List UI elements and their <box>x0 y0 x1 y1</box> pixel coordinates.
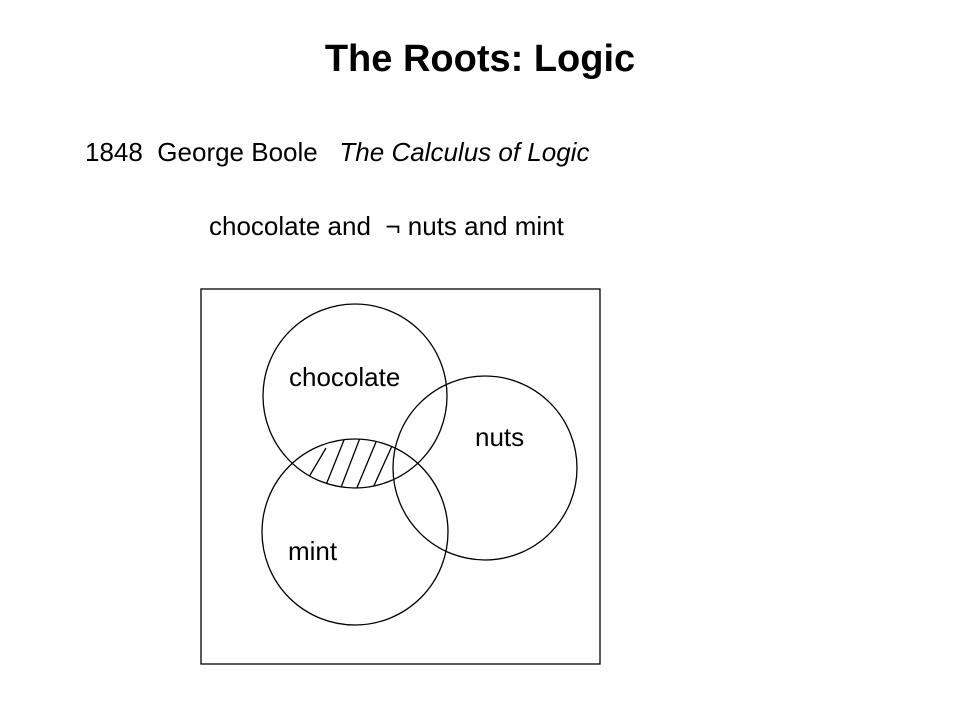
expression-part-2: nuts and mint <box>407 211 564 241</box>
citation-year: 1848 <box>85 137 143 167</box>
hatch-line <box>323 439 345 488</box>
citation-line: 1848 George Boole The Calculus of Logic <box>85 134 589 170</box>
set-circle-nuts <box>392 375 578 561</box>
citation-author: George Boole <box>157 137 318 167</box>
negation-symbol: ¬ <box>385 211 401 241</box>
hatch-line <box>371 445 393 488</box>
hatch-line <box>355 441 377 488</box>
hatch-line <box>339 439 361 488</box>
set-label-mint: mint <box>288 536 338 566</box>
slide-title: The Roots: Logic <box>324 38 636 80</box>
logic-expression: chocolate and ¬ nuts and mint <box>209 208 564 244</box>
citation-work: The Calculus of Logic <box>339 137 590 167</box>
expression-part-1: chocolate and <box>209 211 371 241</box>
set-circle-chocolate <box>262 303 448 489</box>
universe-box <box>200 288 601 665</box>
set-label-nuts: nuts <box>475 422 524 452</box>
set-circle-mint <box>261 438 449 626</box>
set-label-chocolate: chocolate <box>289 362 400 392</box>
hatch-line <box>305 447 327 483</box>
